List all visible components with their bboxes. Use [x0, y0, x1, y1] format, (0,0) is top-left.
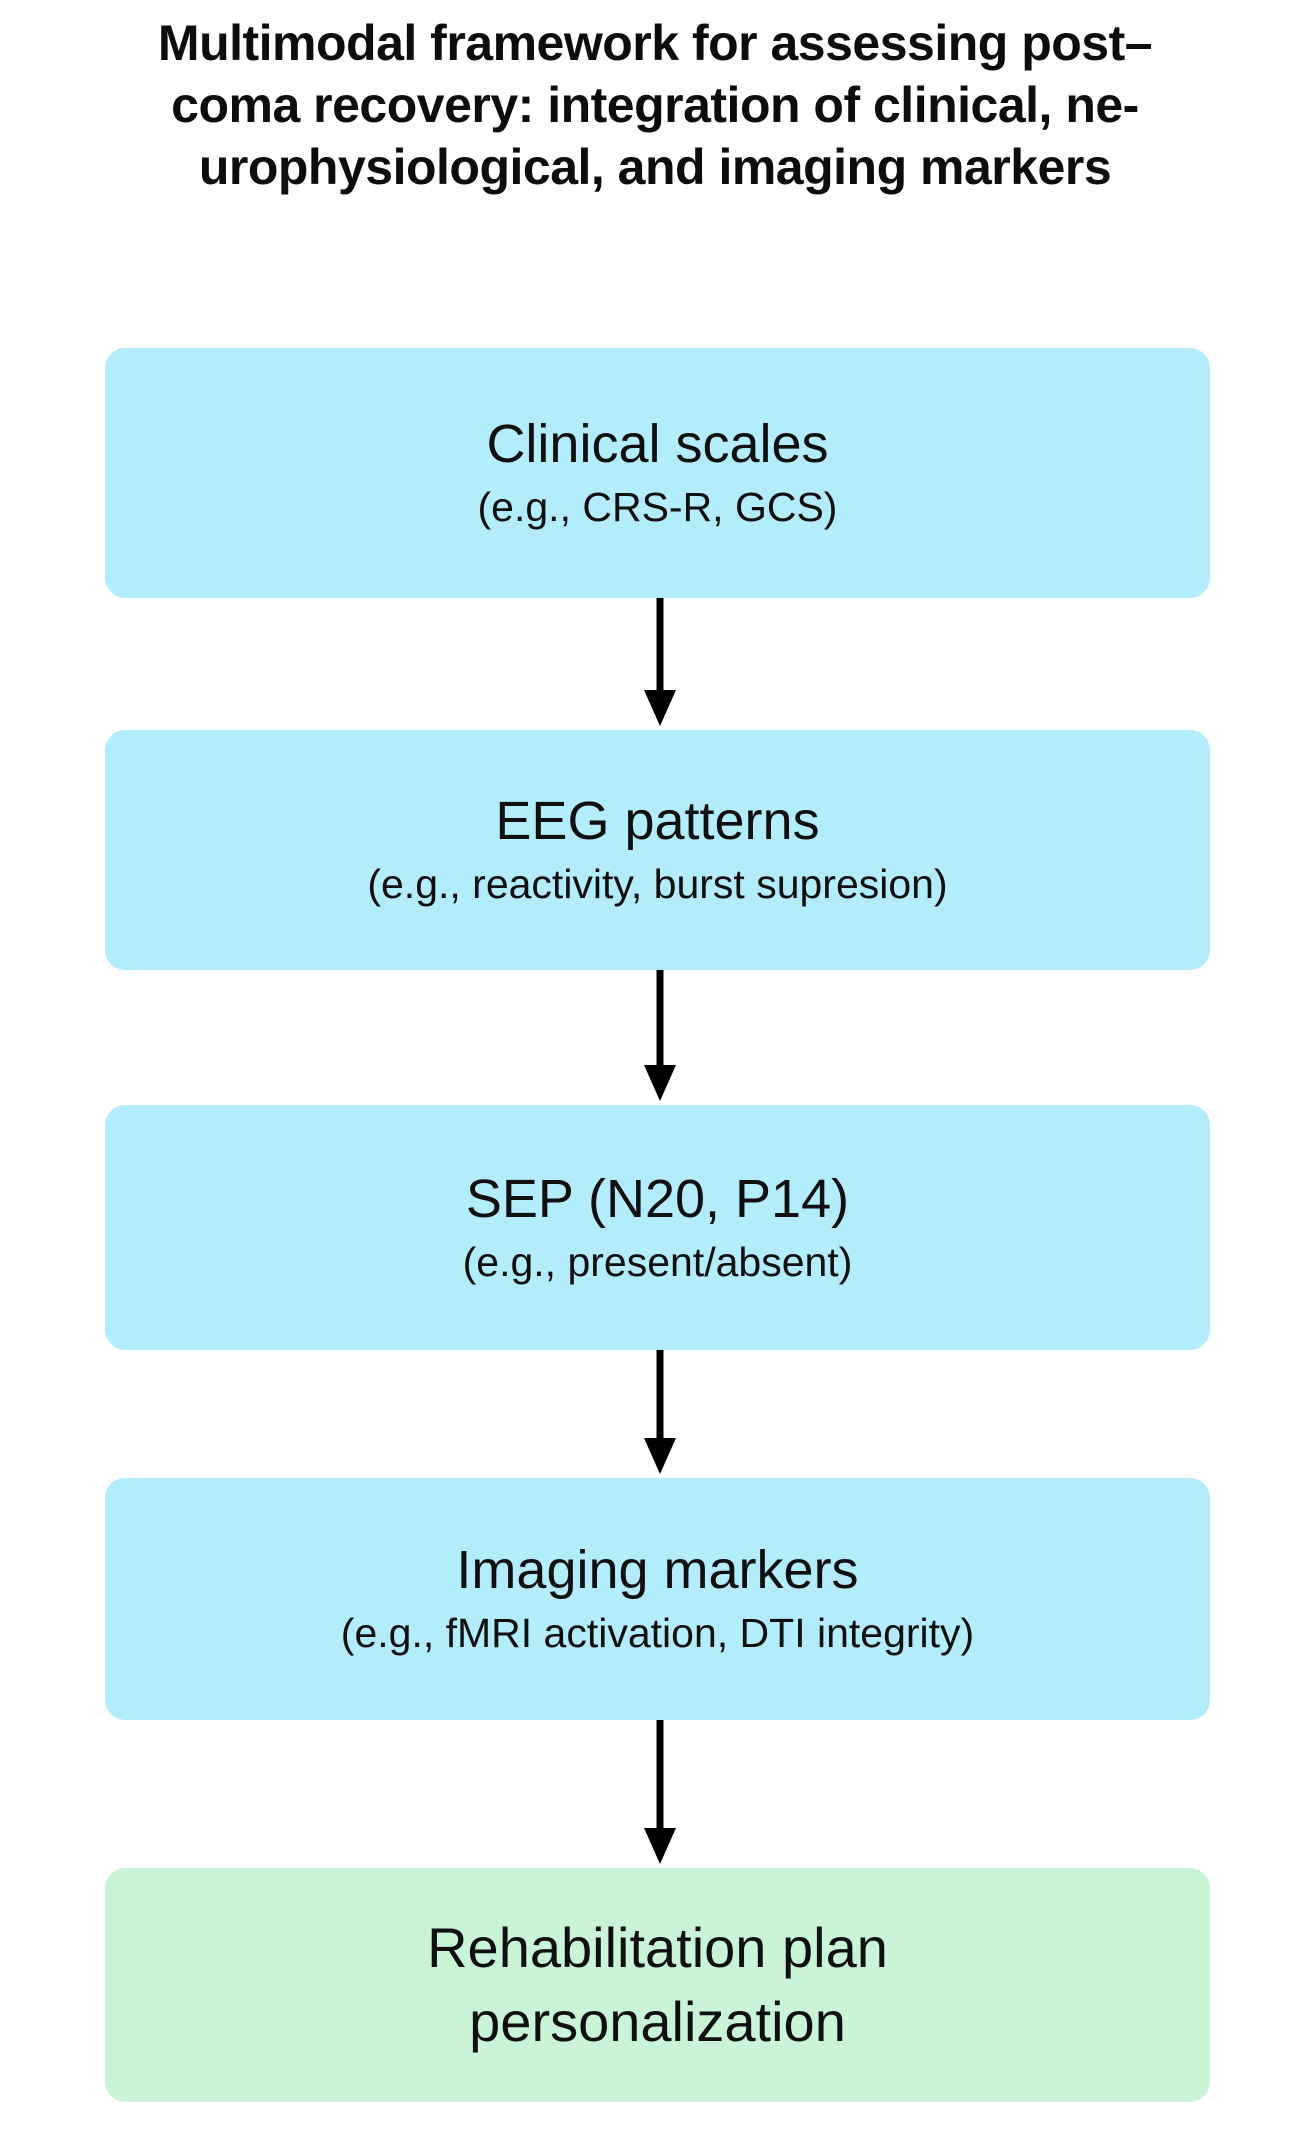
flow-node-rehabilitation-plan[interactable]: Rehabilitation plan personalization: [105, 1868, 1210, 2102]
down-arrow-icon: [643, 1720, 677, 1868]
flow-node-clinical-scales[interactable]: Clinical scales (e.g., CRS-R, GCS): [105, 348, 1210, 598]
down-arrow-icon: [643, 1350, 677, 1478]
flow-node-title: Imaging markers: [456, 1540, 859, 1600]
flow-node-subtitle: (e.g., present/absent): [462, 1238, 853, 1285]
flow-node-title: Rehabilitation plan: [427, 1916, 888, 1979]
flow-node-title: Clinical scales: [486, 414, 829, 474]
figure-title-line-1: Multimodal framework for assessing post–: [157, 15, 1153, 71]
figure-title: Multimodal framework for assessing post–…: [0, 12, 1310, 198]
flow-node-subtitle: (e.g., fMRI activation, DTI integrity): [340, 1610, 975, 1656]
flow-node-subtitle: (e.g., CRS-R, GCS): [477, 484, 838, 530]
flow-node-title: EEG patterns: [495, 791, 820, 851]
down-arrow-icon: [643, 598, 677, 730]
flow-node-sep[interactable]: SEP (N20, P14) (e.g., present/absent): [105, 1105, 1210, 1350]
figure-title-line-3: urophysiological, and imaging markers: [198, 139, 1112, 195]
flow-node-imaging-markers[interactable]: Imaging markers (e.g., fMRI activation, …: [105, 1478, 1210, 1720]
flow-node-subtitle: (e.g., reactivity, burst supresion): [367, 861, 948, 907]
down-arrow-icon: [643, 970, 677, 1105]
flow-node-eeg-patterns[interactable]: EEG patterns (e.g., reactivity, burst su…: [105, 730, 1210, 970]
flow-node-title: SEP (N20, P14): [465, 1168, 850, 1229]
flow-node-subtitle: personalization: [469, 1990, 846, 2053]
figure-title-line-2: coma recovery: integration of clinical, …: [171, 77, 1139, 133]
